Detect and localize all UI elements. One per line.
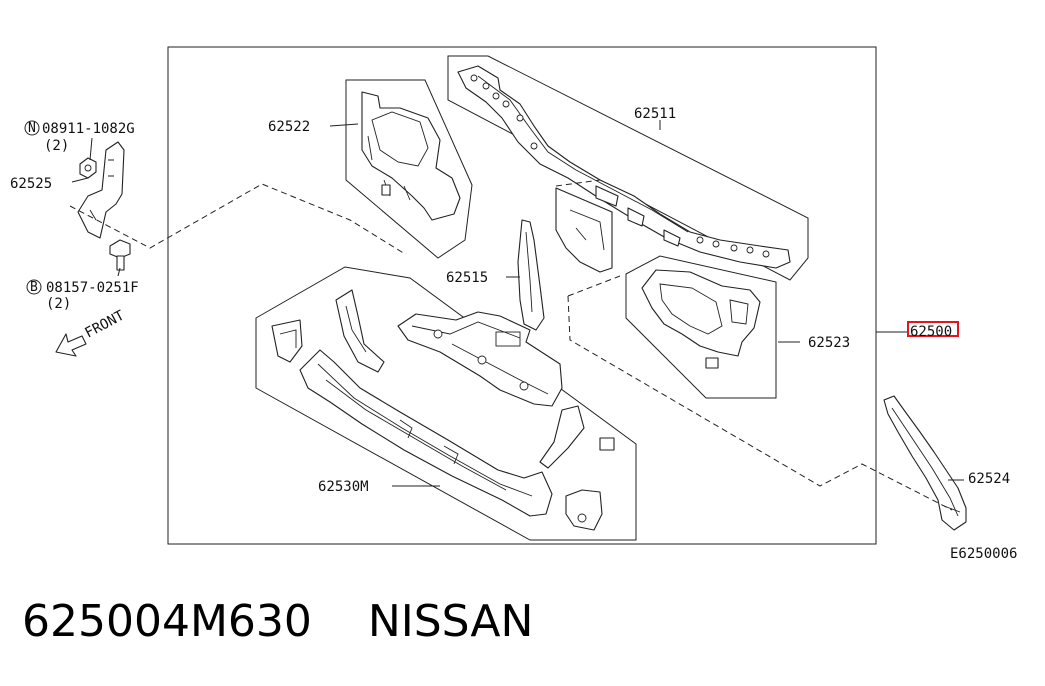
nut-symbol-letter: N (28, 121, 36, 136)
figure-code: E6250006 (950, 546, 1017, 562)
part-62524 (883, 395, 967, 531)
group-outline-62511 (447, 55, 809, 281)
label-front: FRONT (82, 307, 127, 341)
part-62523 (641, 269, 761, 369)
group-outline-62530m (255, 266, 637, 541)
label-nut-qty: (2) (44, 138, 69, 154)
assembly-frame (167, 46, 877, 545)
bolt-symbol-letter: B (30, 280, 38, 295)
group-outline-62523 (625, 255, 777, 399)
label-62530m: 62530M (318, 479, 369, 495)
part-62530m (271, 289, 615, 531)
bolt-symbol-icon (26, 279, 42, 295)
label-nut-part: 08911-1082G (42, 121, 135, 137)
part-62515 (517, 219, 545, 331)
parts-diagram: 62522 62511 62515 62523 62500 62524 6253… (10, 46, 1017, 562)
group-outline-62522 (345, 79, 473, 259)
label-62523: 62523 (808, 335, 850, 351)
label-62525: 62525 (10, 176, 52, 192)
bolt-08157 (109, 239, 131, 271)
front-arrow-icon (55, 333, 87, 357)
label-62500: 62500 (910, 324, 952, 340)
nut-08911 (79, 157, 97, 179)
dash-link-62525 (69, 183, 406, 255)
label-bolt-qty: (2) (46, 296, 71, 312)
highlight-box-62500 (907, 321, 959, 337)
label-62522: 62522 (268, 119, 310, 135)
label-62524: 62524 (968, 471, 1010, 487)
label-62511: 62511 (634, 106, 676, 122)
label-bolt-part: 08157-0251F (46, 280, 139, 296)
part-62511 (457, 65, 791, 273)
part-62522 (361, 91, 461, 221)
part-number-title: 625004M630 NISSAN (22, 596, 534, 647)
part-62525-bracket (77, 141, 125, 239)
nut-symbol-icon (24, 120, 40, 136)
dash-link-62523 (555, 179, 953, 511)
label-62515: 62515 (446, 270, 488, 286)
